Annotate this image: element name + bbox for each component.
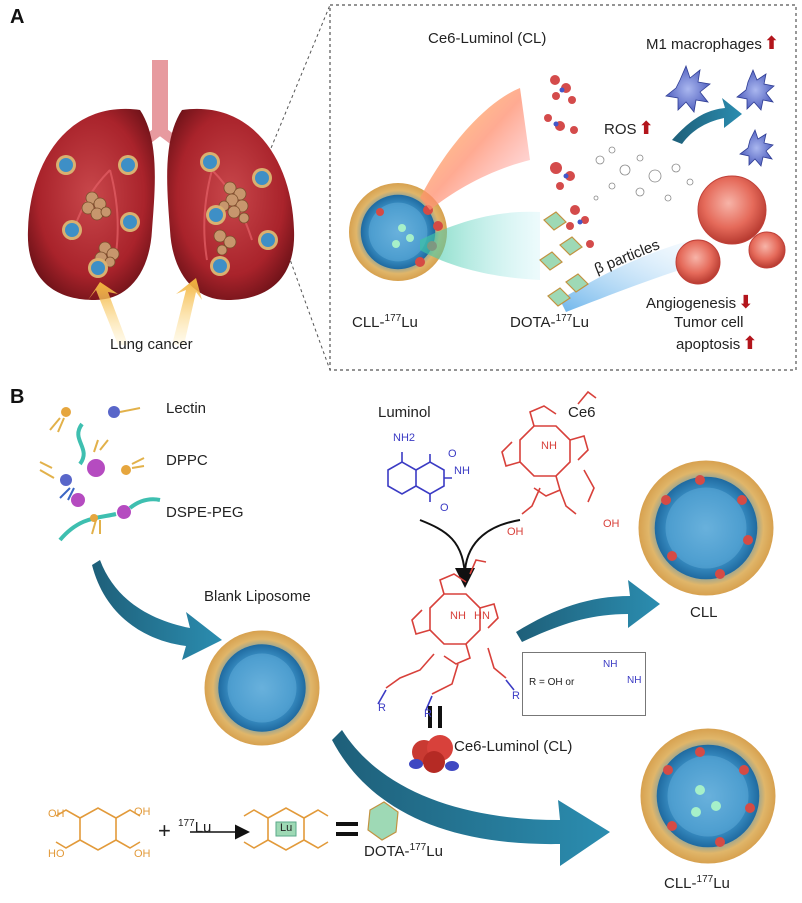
lung-illustration: [27, 60, 295, 345]
cll-lu-liposome-b: [640, 728, 776, 864]
lu-text: Lu: [194, 819, 212, 836]
oh-dota-1: OH: [48, 808, 65, 820]
luminol-structure: [387, 452, 452, 502]
r-label-1: R: [378, 702, 386, 714]
lu-text: Lu: [401, 314, 418, 331]
m1-macrophages-label: M1 macrophages⬆: [646, 33, 779, 54]
nh-label-1: NH: [454, 465, 470, 477]
apoptosis-up-arrow: ⬆: [742, 333, 758, 353]
apoptosis-label: apoptosis⬆: [676, 333, 757, 354]
ce6-luminol-cl-label: Ce6-Luminol (CL): [454, 738, 573, 755]
dota-lu-label-b: DOTA-177Lu: [364, 842, 443, 860]
cll-lu-label-b: CLL-177Lu: [664, 874, 730, 892]
blank-liposome: [204, 630, 320, 746]
isotope-sup: 177: [409, 842, 427, 853]
o-label-2: O: [440, 502, 449, 514]
equals-cl-blob: [409, 706, 459, 773]
plus-sign: +: [158, 818, 171, 843]
isotope-sup: 177: [696, 874, 714, 885]
arrow-to-cll: [516, 580, 660, 642]
oh-ce6-2: OH: [603, 518, 620, 530]
dota-lu-label-a: DOTA-177Lu: [510, 313, 589, 331]
angiogenesis-text: Angiogenesis: [646, 295, 737, 312]
lung-cancer-arrow-left: [88, 282, 128, 345]
cll-lu-label-a: CLL-177Lu: [352, 313, 418, 331]
ros-label: ROS⬆: [604, 118, 654, 139]
r-label-2: R: [424, 708, 432, 720]
apoptosis-text: apoptosis: [676, 336, 741, 353]
cll-liposome: [638, 460, 774, 596]
beta-particle-ray: [560, 238, 712, 312]
hn-conjugate: HN: [474, 610, 490, 622]
r-definition-box: R = OH or NH NH: [522, 652, 646, 716]
tumor-cells: [675, 175, 786, 285]
r-definition-text: R = OH or: [529, 677, 575, 688]
dppc-label: DPPC: [166, 452, 208, 469]
macrophage-arrow: [672, 98, 742, 144]
isotope-sup: 177: [384, 313, 402, 324]
dota-prefix: DOTA-: [364, 843, 410, 860]
oh-dota-3: OH: [134, 806, 151, 818]
ce6-structure: [501, 390, 597, 515]
ros-bubbles: [593, 146, 709, 202]
lu-center-label: Lu: [280, 822, 293, 834]
ce6-luminol-label: Ce6-Luminol (CL): [428, 30, 547, 47]
luminol-label: Luminol: [378, 404, 431, 421]
oh-dota-4: OH: [134, 848, 151, 860]
nh-ce6: NH: [541, 440, 557, 452]
ros-text: ROS: [604, 121, 637, 138]
chemiluminescence-ray: [420, 88, 530, 210]
dota-chelator: [55, 807, 141, 851]
arrow-to-cll-lu: [332, 730, 610, 866]
cll-prefix: CLL-: [352, 314, 385, 331]
r-nh2-label: NH: [627, 675, 642, 686]
zoom-line-top: [261, 4, 331, 171]
lu-reactant-label: 177Lu: [178, 818, 211, 836]
lu-text: Lu: [572, 314, 589, 331]
ce6-luminol-conjugate-structure: [377, 559, 515, 711]
m1-up-arrow: ⬆: [763, 33, 779, 53]
lipid-components: [39, 406, 161, 542]
m1-text: M1 macrophages: [646, 36, 762, 53]
angiogenesis-label: Angiogenesis⬇: [646, 292, 753, 313]
ce6-label: Ce6: [568, 404, 596, 421]
o-label-1: O: [448, 448, 457, 460]
panel-a-letter: A: [10, 6, 25, 28]
luminol-ce6-merge-arrow: [419, 519, 475, 588]
dspe-peg-label: DSPE-PEG: [166, 504, 244, 521]
ho-dota-2: HO: [48, 848, 65, 860]
blank-liposome-label: Blank Liposome: [204, 588, 311, 605]
arrow-to-blank-liposome: [92, 560, 222, 660]
nh2-label: NH2: [393, 432, 416, 444]
cll-prefix: CLL-: [664, 875, 697, 892]
angiogenesis-down-arrow: ⬇: [738, 292, 754, 312]
cerenkov-ray: [420, 211, 540, 280]
oh-ce6: OH: [507, 526, 524, 538]
dota-prefix: DOTA-: [510, 314, 556, 331]
lung-cancer-label: Lung cancer: [110, 336, 193, 353]
ce6-luminol-molecules: [544, 75, 594, 248]
tumor-cell-label: Tumor cell: [674, 314, 744, 331]
r-label-3: R: [512, 690, 520, 702]
ros-up-arrow: ⬆: [638, 118, 654, 138]
dota-lu-complex: [243, 801, 399, 851]
isotope-sup: 177: [178, 818, 195, 829]
r-nh-label: NH: [603, 659, 618, 670]
lu-text: Lu: [426, 843, 443, 860]
lectin-label: Lectin: [166, 400, 207, 417]
dota-lu-crystals: [539, 211, 589, 307]
m1-macrophages: [665, 64, 775, 167]
lu-text: Lu: [713, 875, 730, 892]
cll-label: CLL: [690, 604, 718, 621]
isotope-sup: 177: [555, 313, 573, 324]
inset-box: [329, 4, 797, 371]
nh-conjugate: NH: [450, 610, 466, 622]
lung-cancer-arrow-right: [172, 278, 202, 345]
panel-b-letter: B: [10, 386, 25, 408]
